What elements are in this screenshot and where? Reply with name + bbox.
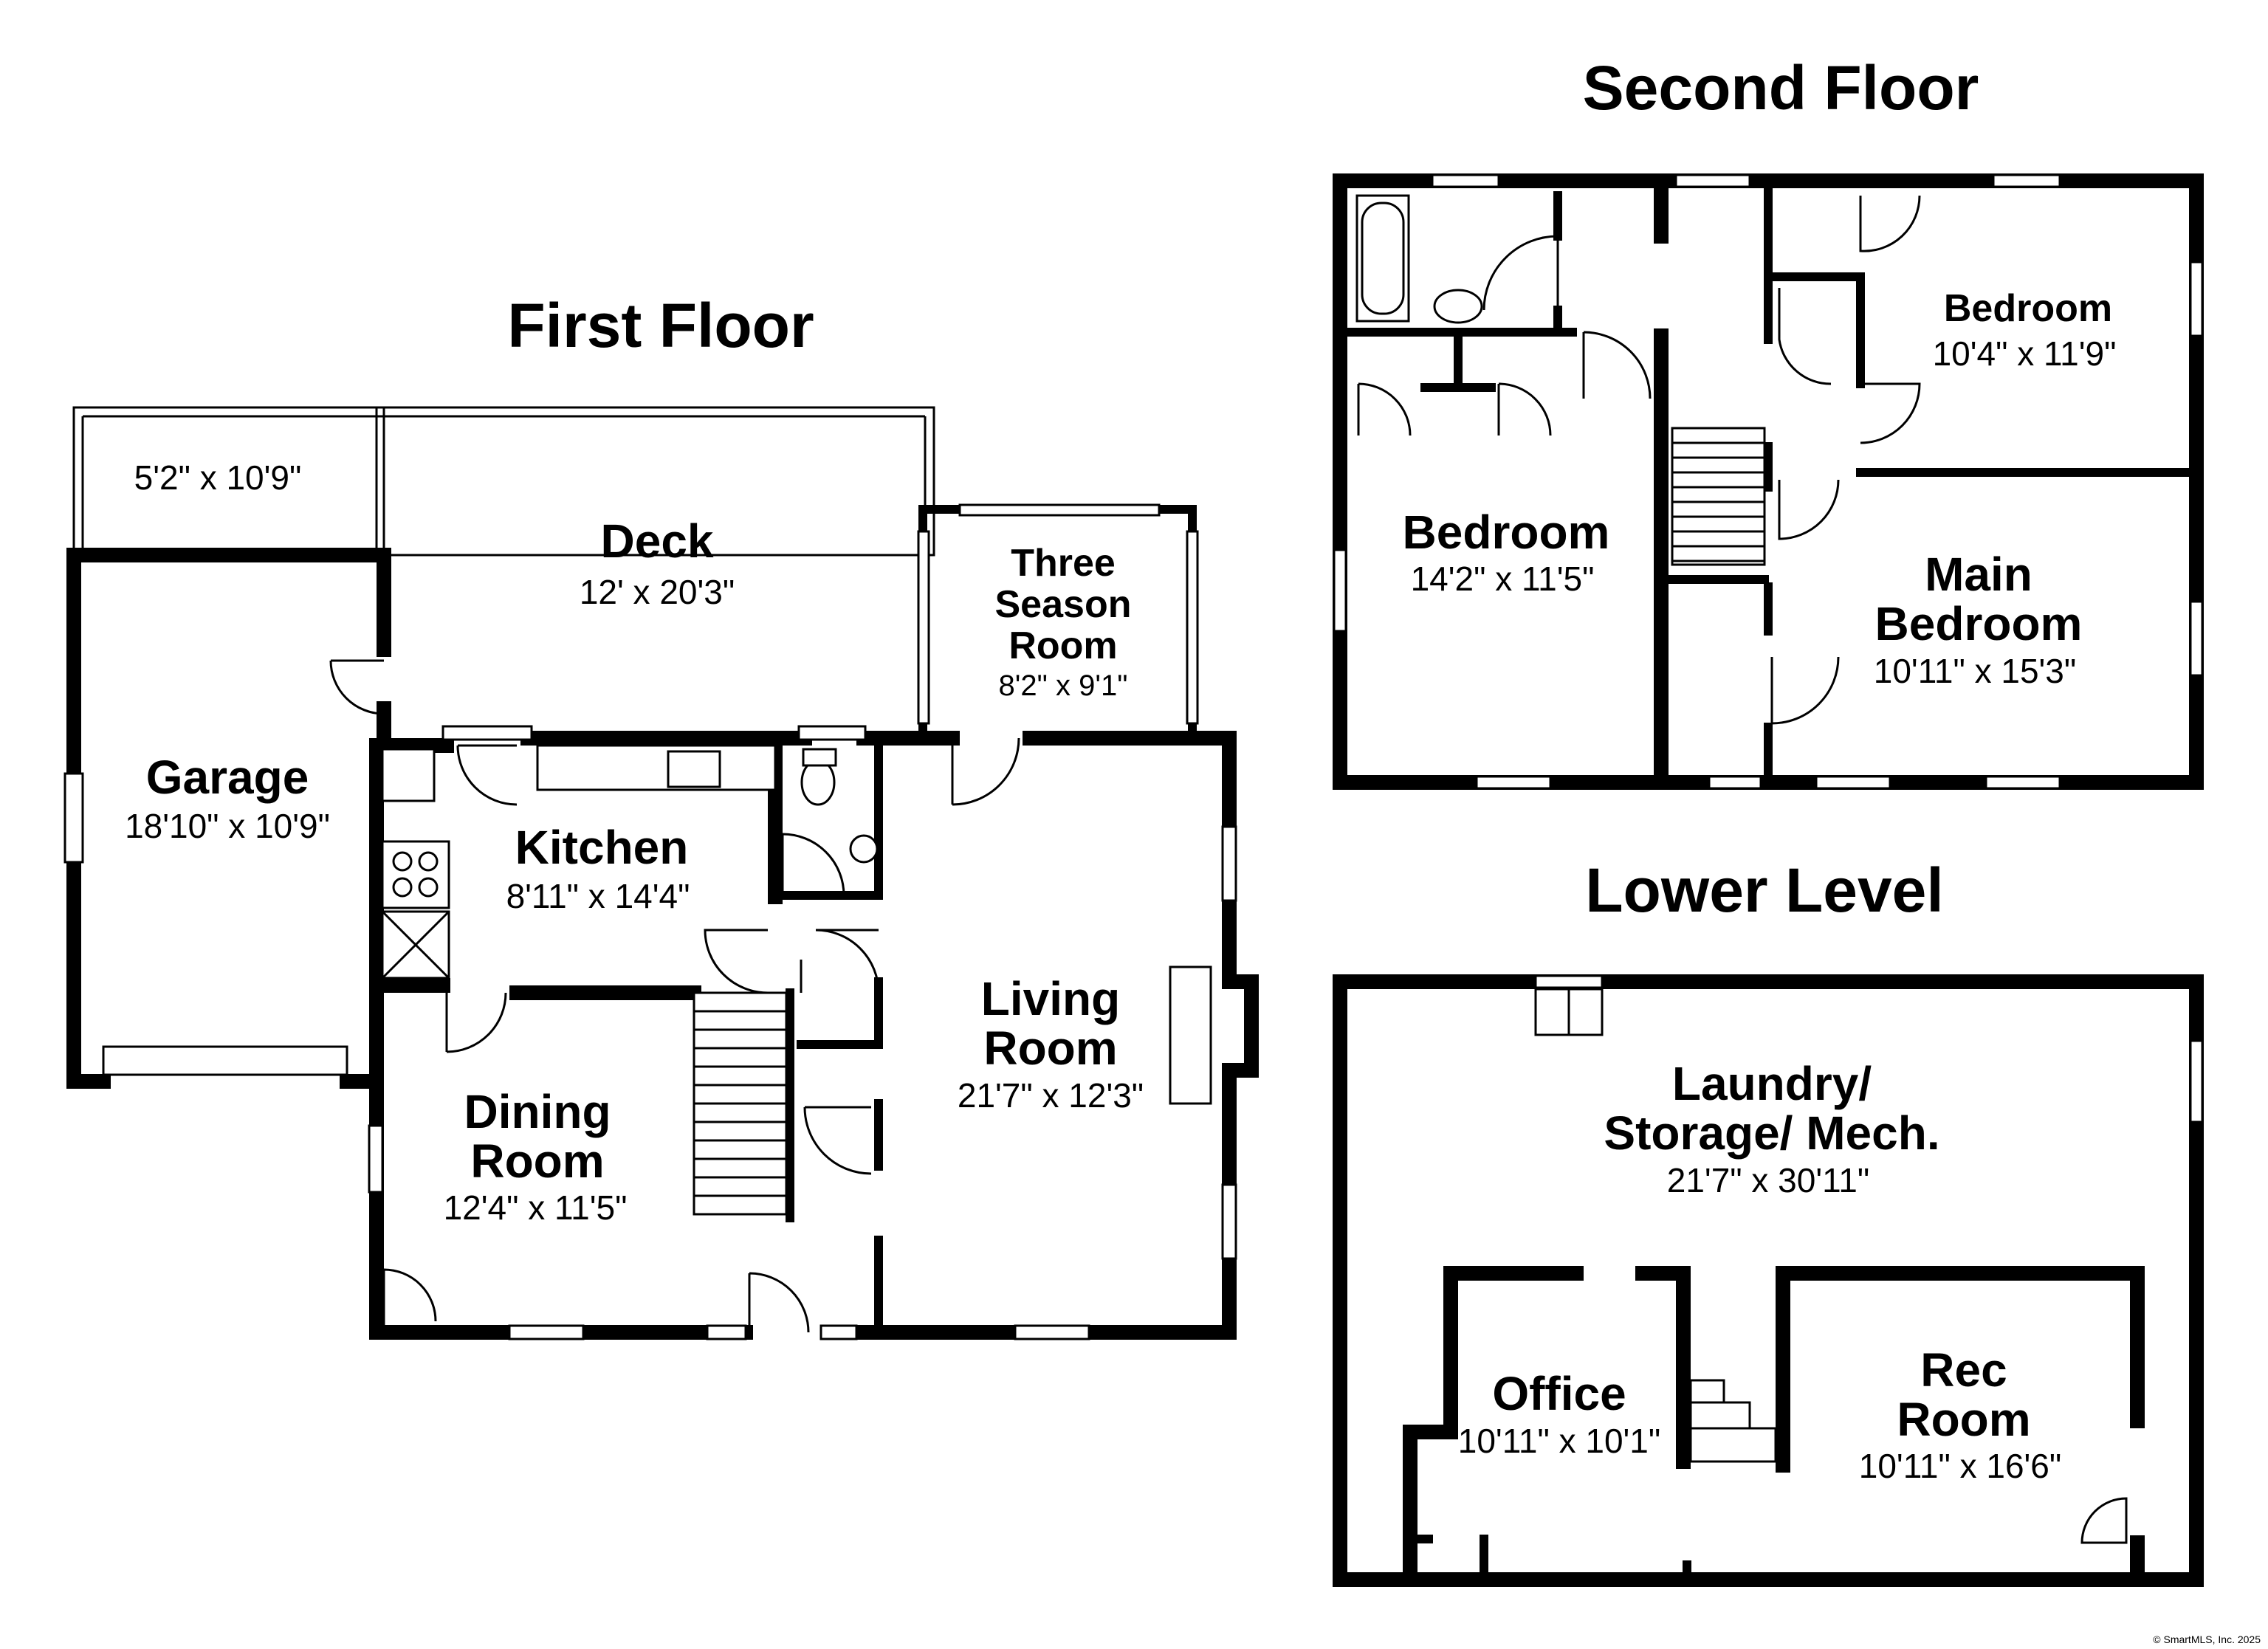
half-bath-door [781,833,845,896]
lower-level-walls [1333,974,2204,1587]
three-season-top-window [958,503,1161,517]
deck-outline [72,406,935,557]
rec-room-door [2080,1497,2128,1544]
kitchen-name: Kitchen [515,821,689,874]
bedroom-a-door [1860,382,1921,444]
living-dim: 21'7" x 12'3" [958,1076,1144,1115]
stair-treads [694,1010,786,1197]
living-name-2: Room [983,1022,1117,1075]
three-season-door [951,737,1020,806]
three-season-name-3: Room [1008,624,1117,667]
main-bedroom-name-1: Main [1925,548,2032,601]
pantry [381,748,436,802]
lower-window-top [1534,974,1604,989]
garage-name: Garage [146,751,309,804]
lower-stairs [1689,1379,1777,1463]
living-window-upper [1221,825,1237,902]
rec-name-2: Room [1897,1393,2030,1446]
kitchen-back-door [456,744,518,806]
closet-door [803,1106,872,1175]
three-season-right-window [1186,530,1199,725]
upstairs-stairs [1671,427,1766,566]
three-season-name-1: Three [1011,542,1116,585]
living-window-bottom [1014,1324,1090,1340]
living-name-1: Living [981,972,1120,1025]
three-season-left-window [917,530,930,725]
first-floor: First Floor [63,291,1259,1340]
garage-window [63,772,84,864]
main-bedroom-closet-door [1770,656,1840,725]
stove [381,840,450,909]
kitchen-door-window [441,725,533,741]
kitchen-sink [667,750,721,788]
dining-dim: 12'4" x 11'5" [444,1188,628,1227]
garage-side-door [329,659,385,715]
front-door [748,1272,810,1333]
bedroom-b-dim: 14'2" x 11'5" [1411,560,1595,598]
half-bath-sink [849,834,879,864]
deck-dim: 12' x 20'3" [580,573,735,611]
deck-small-dim: 5'2" x 10'9" [134,458,302,497]
fireplace [1169,965,1212,1105]
hall-closet-door [1778,288,1832,385]
bath-door [1482,235,1559,311]
stair-door-right [815,929,880,994]
garage-dim: 18'10" x 10'9" [125,807,330,845]
second-floor-fixtures [1355,194,1766,566]
stair-door-left [704,929,769,994]
second-floor-walls [1333,173,2204,790]
closet-door-left [1357,382,1412,436]
living-window-lower [1221,1183,1237,1260]
garage-walls [63,548,391,1089]
dining-corner-door [382,1268,437,1329]
bedroom-a-name: Bedroom [1944,287,2112,330]
toilet [800,759,836,806]
three-season-name-2: Season [995,583,1132,626]
bath-sink [1433,289,1483,324]
bedroom-a-closet-door [1859,195,1921,252]
lower-level-title: Lower Level [1585,856,1944,925]
kitchen-dim: 8'11" x 14'4" [506,877,690,915]
kitchen-counter [536,744,777,791]
credit-text: © SmartMLS, Inc. 2025 [2153,1633,2261,1645]
half-bath-window [797,725,867,741]
lower-window-right [2189,1039,2204,1123]
laundry-dim: 21'7" x 30'11" [1667,1161,1869,1199]
second-floor-doors [1357,195,1921,725]
first-floor-title: First Floor [507,291,814,360]
three-season-dim: 8'2" x 9'1" [999,669,1128,702]
main-bedroom-dim: 10'11" x 15'3" [1874,652,2076,690]
dining-name-2: Room [470,1135,604,1188]
dining-door [445,992,507,1053]
stair-area [368,825,1237,1340]
laundry-name-1: Laundry/ [1672,1057,1872,1110]
main-bedroom-name-2: Bedroom [1875,597,2083,650]
second-floor: Second Floor [1333,53,2204,790]
lower-level: Lower Level Laundry/ Storage/ Mech. 21'7… [1333,856,2204,1587]
office-name: Office [1492,1367,1626,1420]
deck-name: Deck [601,514,714,568]
dining-name-1: Dining [464,1085,611,1138]
kitchen-interior [369,725,883,1053]
second-floor-windows [1333,173,2204,790]
dining-window-bottom [508,1324,585,1340]
bedroom-a-dim: 10'4" x 11'9" [1933,334,2117,373]
main-bedroom-door [1778,479,1840,540]
office-dim: 10'11" x 10'1" [1458,1422,1660,1460]
closet-door-right [1497,382,1552,436]
second-floor-title: Second Floor [1583,53,1979,123]
dining-window-left [368,1124,384,1194]
laundry-name-2: Storage/ Mech. [1604,1106,1939,1160]
rec-name-1: Rec [1920,1343,2007,1397]
garage-door [102,1045,348,1076]
rec-dim: 10'11" x 16'6" [1859,1447,2061,1485]
bedroom-b-door [1582,331,1652,399]
bedroom-b-name: Bedroom [1403,506,1610,559]
